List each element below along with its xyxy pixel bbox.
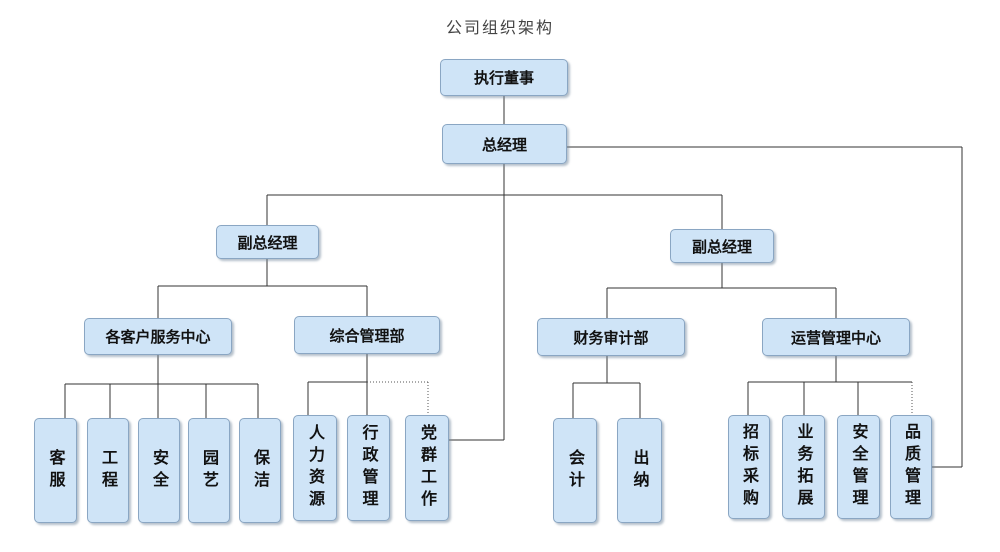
node-xingzheng: 行政管理 [347,415,390,521]
node-operations-center: 运营管理中心 [762,318,910,356]
node-kuaiji: 会计 [553,418,597,523]
node-finance-audit-dept: 财务审计部 [537,318,685,356]
node-admin-dept: 综合管理部 [294,316,440,354]
node-ceo: 执行董事 [440,59,568,96]
node-gongcheng: 工程 [87,418,129,523]
node-general-manager: 总经理 [442,124,567,164]
node-anquan: 安全 [138,418,180,523]
node-chuna: 出纳 [617,418,662,523]
node-baojie: 保洁 [239,418,281,523]
node-pinzhi: 品质管理 [890,415,932,519]
node-kefu: 客服 [34,418,77,523]
node-customer-service-center: 各客户服务中心 [84,318,232,355]
node-renli: 人力资源 [293,415,337,521]
node-vp-left: 副总经理 [216,225,319,259]
node-yewu: 业务拓展 [782,415,825,519]
node-anquan-guanli: 安全管理 [837,415,880,519]
node-vp-right: 副总经理 [670,229,774,263]
node-zhaobiao: 招标采购 [728,415,770,519]
node-dangqun: 党群工作 [405,415,449,521]
node-yuanyi: 园艺 [188,418,230,523]
chart-title: 公司组织架构 [445,18,554,37]
